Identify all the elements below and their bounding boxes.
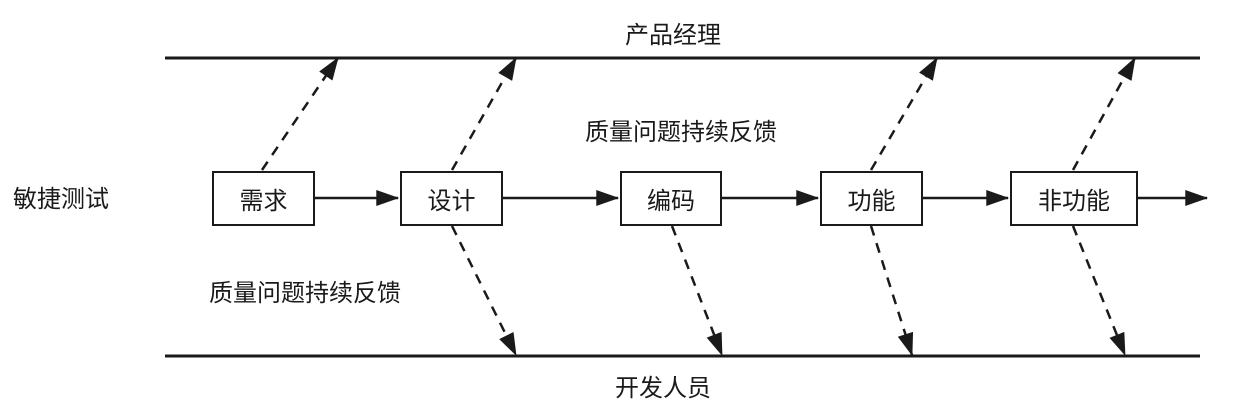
developer-label: 开发人员 [615,374,711,402]
feedback-label-bottom: 质量问题持续反馈 [209,279,401,307]
feedback-label-top: 质量问题持续反馈 [585,118,777,146]
feedback-up-arrow-1 [260,57,340,171]
feedback-down-arrow-3 [869,225,914,357]
feedback-down-arrow-2 [670,225,724,357]
stage-box-design: 设计 [400,171,503,226]
stage-box-coding: 编码 [620,171,722,226]
feedback-up-arrow-2 [450,57,518,171]
feedback-down-arrow-1 [450,225,518,357]
diagram-title: 敏捷测试 [13,185,109,213]
product-manager-label: 产品经理 [625,21,721,49]
stage-box-functional: 功能 [820,171,923,226]
feedback-up-arrow-3 [869,57,939,171]
stage-box-requirements: 需求 [212,171,315,226]
feedback-down-arrow-4 [1071,225,1127,357]
feedback-up-arrow-4 [1071,57,1137,171]
stage-box-non-functional: 非功能 [1010,171,1138,226]
